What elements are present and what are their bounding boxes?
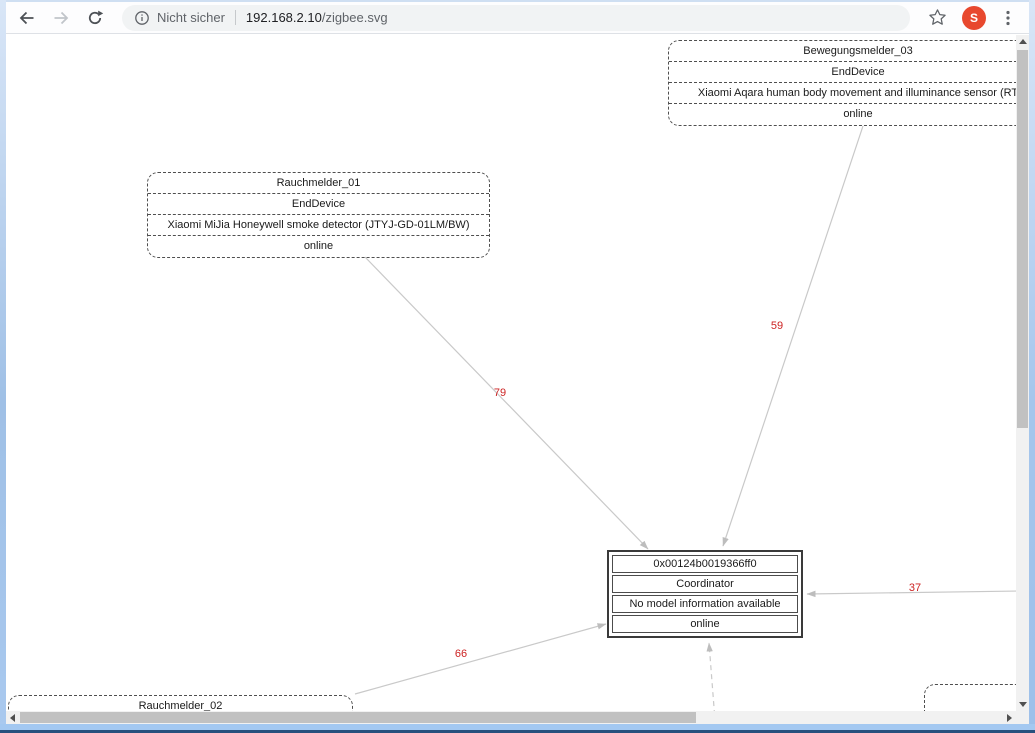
browser-toolbar: Nicht sicher 192.168.2.10/zigbee.svg S xyxy=(6,2,1029,34)
back-button[interactable] xyxy=(16,7,38,29)
forward-arrow-icon xyxy=(54,11,69,24)
window-frame-bottom-edge xyxy=(0,730,1035,733)
triangle-down-icon xyxy=(1018,702,1027,707)
node-rauchmelder-02: Rauchmelder_02 xyxy=(8,695,353,711)
edge-lqi-label: 79 xyxy=(494,387,506,399)
node-model: Xiaomi Aqara human body movement and ill… xyxy=(669,83,1016,104)
edge-bewegungsmelder03-coordinator xyxy=(722,125,864,547)
node-coordinator: 0x00124b0019366ff0 Coordinator No model … xyxy=(607,550,803,638)
node-rauchmelder-01: Rauchmelder_01 EndDevice Xiaomi MiJia Ho… xyxy=(147,172,490,258)
reload-button[interactable] xyxy=(84,7,106,29)
node-model: No model information available xyxy=(612,595,798,613)
vertical-scrollbar-thumb[interactable] xyxy=(1017,50,1028,428)
scroll-right-button[interactable] xyxy=(1003,711,1016,724)
profile-avatar-button[interactable]: S xyxy=(962,5,986,30)
node-device-type: Coordinator xyxy=(612,575,798,593)
node-model: Xiaomi MiJia Honeywell smoke detector (J… xyxy=(148,215,489,236)
kebab-menu-icon xyxy=(1006,10,1010,25)
horizontal-scrollbar-thumb[interactable] xyxy=(20,712,696,723)
omnibox-divider xyxy=(234,10,236,25)
node-title: Rauchmelder_01 xyxy=(148,173,489,194)
edge-lqi-label: 66 xyxy=(455,648,467,660)
window-frame-top xyxy=(0,0,1035,2)
window-frame-right xyxy=(1029,0,1035,733)
reload-icon xyxy=(88,10,104,24)
triangle-left-icon xyxy=(10,713,15,722)
scroll-down-button[interactable] xyxy=(1016,698,1029,711)
page-content: 79 59 37 66 Bewegungsmelder_03 EndDevice… xyxy=(6,35,1016,711)
node-status: online xyxy=(612,615,798,633)
window-frame-left xyxy=(0,0,6,733)
node-title xyxy=(925,685,1016,706)
url-path: /zigbee.svg xyxy=(321,10,388,25)
edge-lqi-label: 59 xyxy=(771,320,783,332)
node-title: Bewegungsmelder_03 xyxy=(669,41,1016,62)
node-title: Rauchmelder_02 xyxy=(138,700,223,711)
node-device-type: EndDevice xyxy=(669,62,1016,83)
vertical-scrollbar[interactable] xyxy=(1016,35,1029,711)
url-host: 192.168.2.10 xyxy=(245,10,322,25)
scrollbar-corner xyxy=(1016,711,1029,724)
node-bewegungsmelder-03: Bewegungsmelder_03 EndDevice Xiaomi Aqar… xyxy=(668,40,1016,126)
node-status: online xyxy=(843,108,873,120)
edge-right-coordinator xyxy=(806,590,1016,598)
star-icon xyxy=(929,8,946,25)
edge-coordinator-offscreen-dashed xyxy=(706,642,715,711)
bookmark-button[interactable] xyxy=(928,8,948,28)
forward-button[interactable] xyxy=(50,7,72,29)
node-status: online xyxy=(303,240,334,252)
scroll-up-button[interactable] xyxy=(1016,35,1029,48)
avatar-letter: S xyxy=(969,10,978,25)
address-bar[interactable]: Nicht sicher 192.168.2.10/zigbee.svg xyxy=(122,4,910,31)
back-arrow-icon xyxy=(19,11,34,24)
window-frame-bottom xyxy=(0,724,1035,730)
edge-rauchmelder01-coordinator xyxy=(364,256,649,550)
triangle-up-icon xyxy=(1018,39,1027,44)
node-partial-bottom-right xyxy=(924,684,1016,711)
network-map-svg: 79 59 37 66 xyxy=(354,125,1016,711)
node-title: 0x00124b0019366ff0 xyxy=(612,555,798,573)
triangle-right-icon xyxy=(1007,713,1012,722)
edge-lqi-label: 37 xyxy=(909,582,921,594)
node-device-type: EndDevice xyxy=(148,194,489,215)
scroll-left-button[interactable] xyxy=(6,711,19,724)
info-icon[interactable] xyxy=(134,10,150,26)
browser-menu-button[interactable] xyxy=(999,8,1017,28)
horizontal-scrollbar[interactable] xyxy=(6,711,1016,724)
edge-rauchmelder02-coordinator xyxy=(354,623,607,695)
security-label: Nicht sicher xyxy=(157,10,225,25)
